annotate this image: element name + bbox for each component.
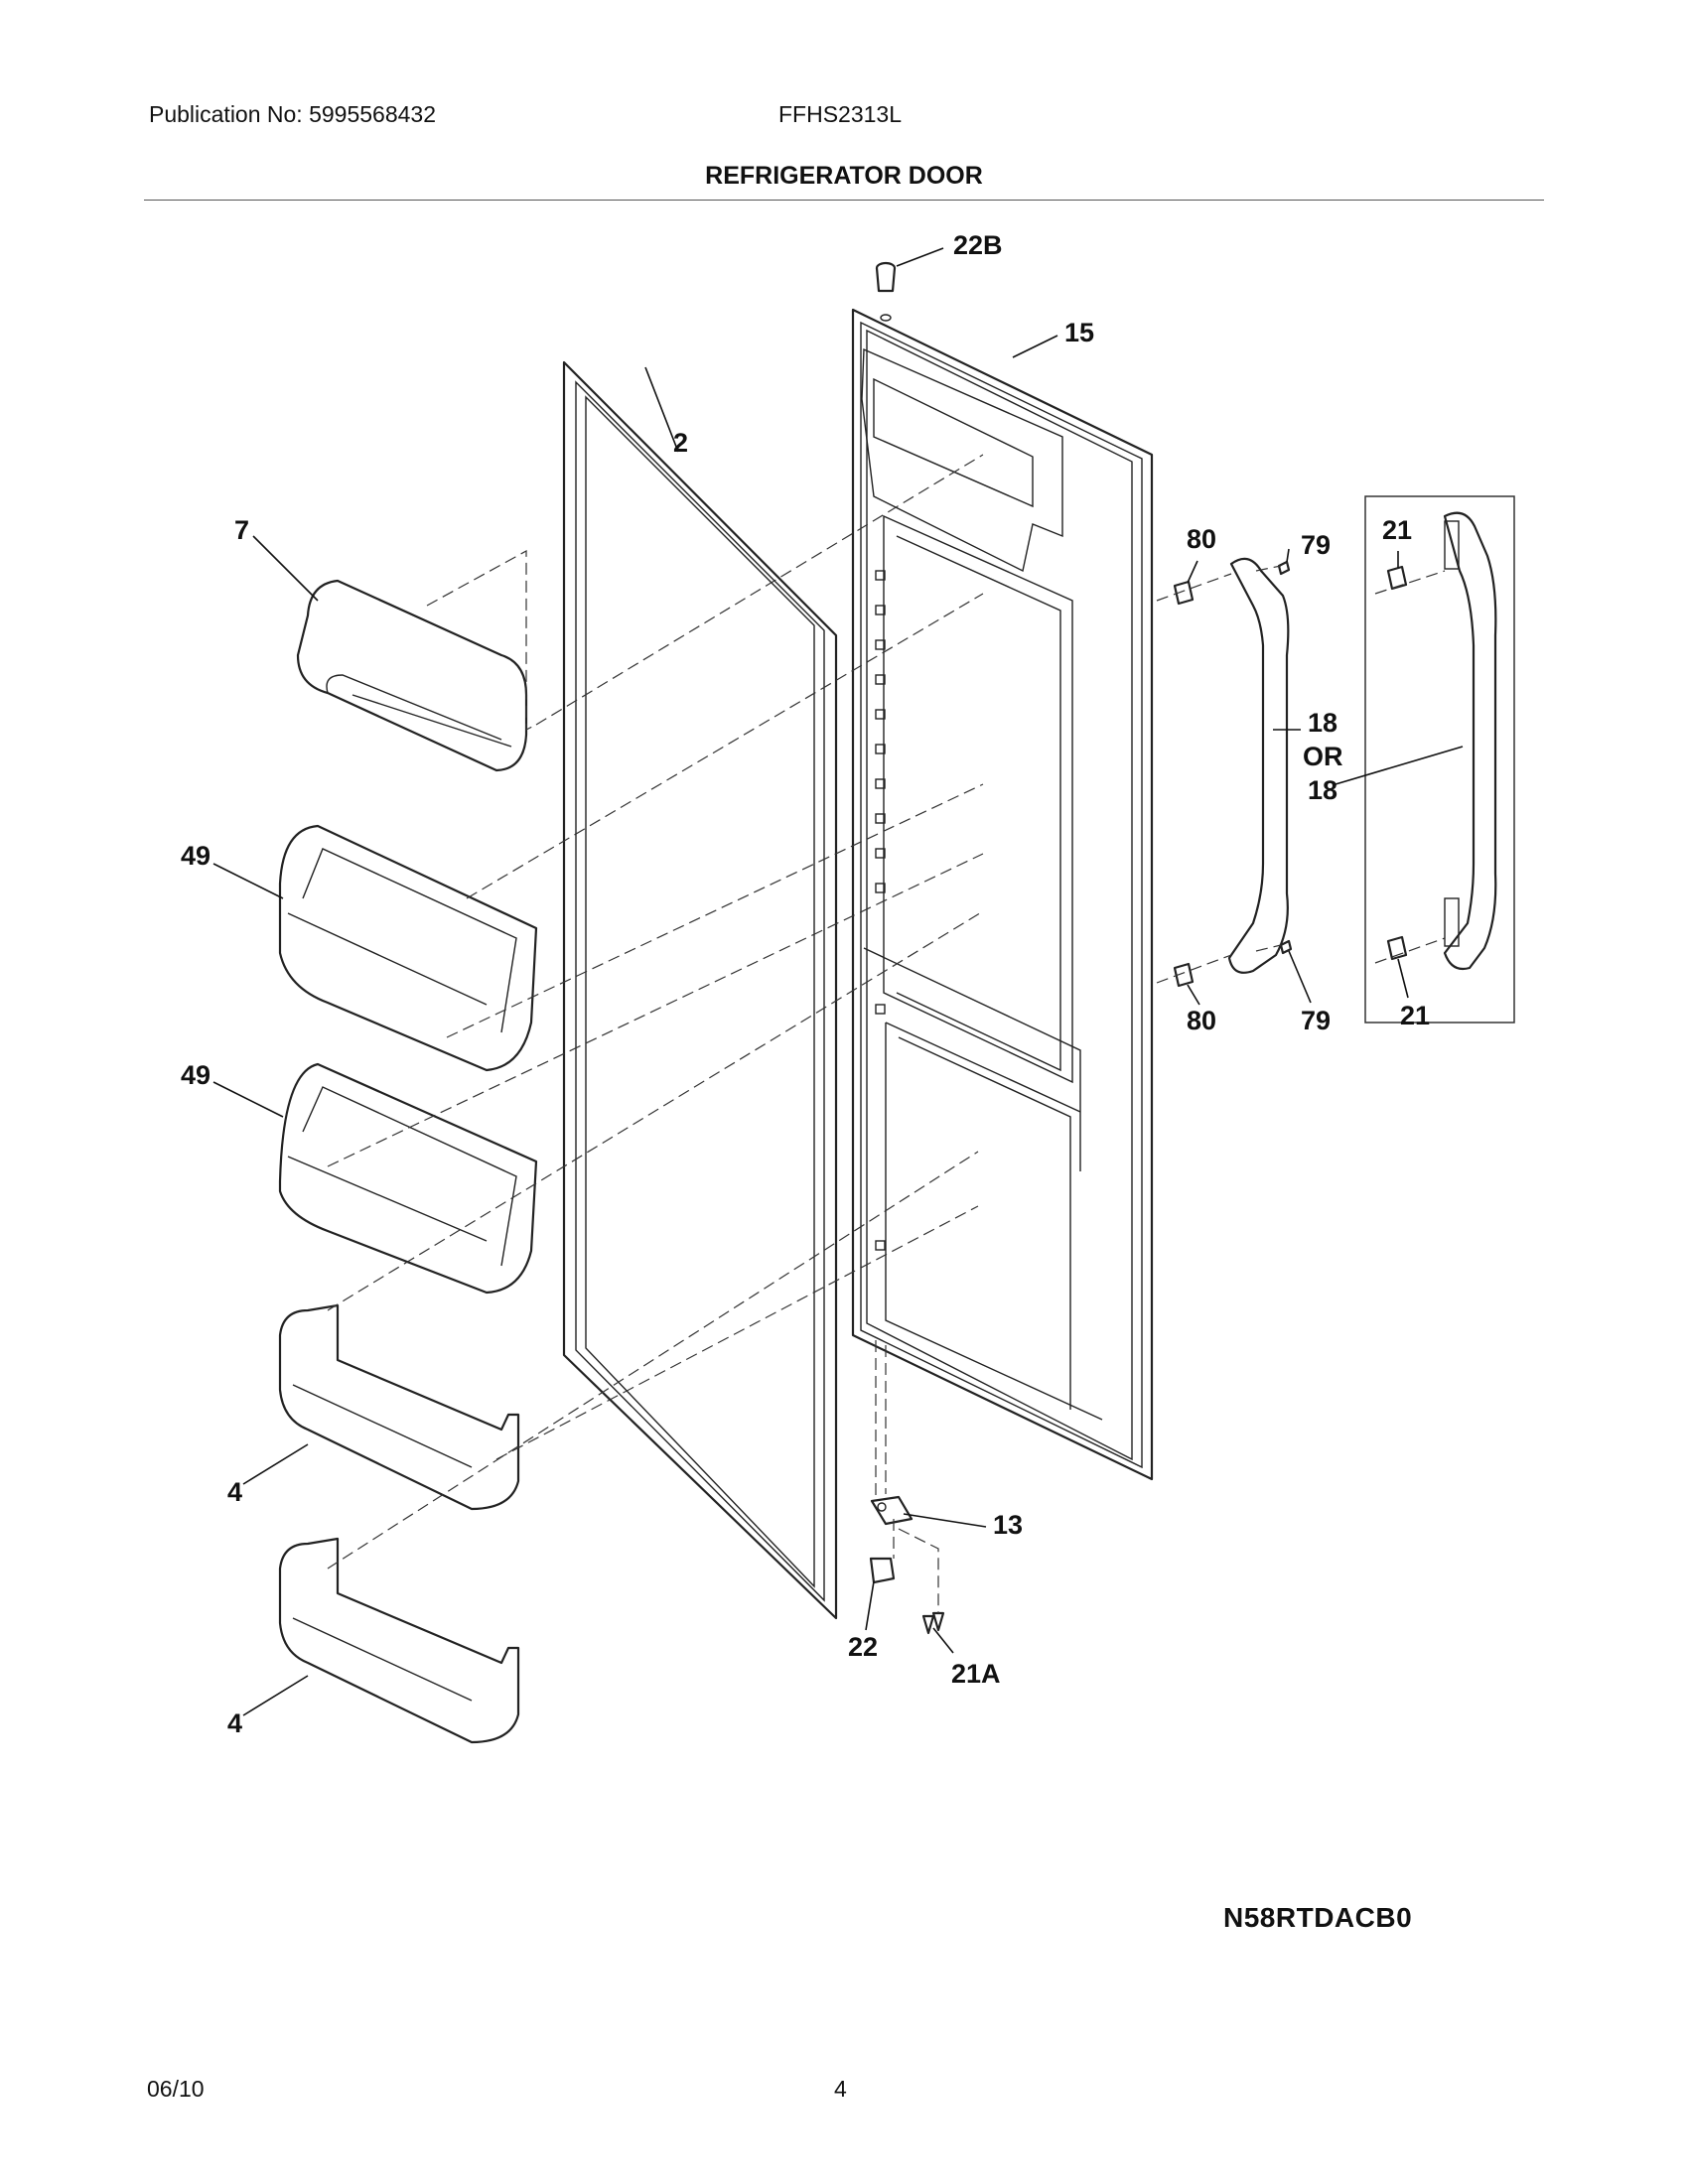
- callout-49-top: 49: [181, 841, 211, 871]
- door-handle-part-18: [1227, 557, 1290, 974]
- publication-number: Publication No: 5995568432: [149, 101, 437, 127]
- handle-stud-part-80-bottom: [1173, 962, 1195, 988]
- assembly-lines: [327, 454, 1446, 1613]
- callout-13: 13: [993, 1510, 1023, 1540]
- callout-21a: 21A: [951, 1659, 1001, 1689]
- door-handle-part-18-alternate: [1443, 511, 1497, 971]
- callout-4-top: 4: [227, 1477, 242, 1507]
- callout-21-top: 21: [1382, 515, 1412, 545]
- set-screw-part-79-bottom: [1279, 939, 1293, 955]
- publication-date: 06/10: [147, 2076, 205, 2102]
- door-panel-part-15: [851, 308, 1154, 1481]
- callout-4-bottom: 4: [227, 1708, 242, 1738]
- callout-18-b: 18: [1308, 775, 1337, 805]
- callout-49-bottom: 49: [181, 1060, 211, 1090]
- bottom-hinge-part-13: [870, 1495, 914, 1526]
- page-title: REFRIGERATOR DOOR: [705, 162, 983, 190]
- alternate-handle-box: [1364, 495, 1515, 1024]
- header-divider: [144, 200, 1544, 201]
- callout-80-top: 80: [1187, 524, 1216, 554]
- mounting-stud-part-21-top: [1386, 565, 1408, 591]
- hinge-pin-part-22b: [875, 261, 897, 322]
- door-bin-part-49-top: [278, 824, 538, 1072]
- hinge-bushing-part-22: [869, 1557, 896, 1584]
- callout-79-top: 79: [1301, 530, 1331, 560]
- shelf-studs: [875, 570, 886, 1251]
- screws-part-21a: [921, 1611, 945, 1635]
- door-gasket-part-2: [562, 360, 838, 1620]
- page-number: 4: [834, 2076, 847, 2102]
- door-bucket-part-4-bottom: [278, 1537, 520, 1744]
- callout-7: 7: [234, 515, 249, 545]
- callout-22: 22: [848, 1632, 878, 1662]
- callout-22b: 22B: [953, 230, 1003, 260]
- callout-18-a: 18: [1308, 708, 1337, 738]
- handle-stud-part-80-top: [1173, 580, 1195, 606]
- callout-21-bottom: 21: [1400, 1001, 1430, 1030]
- door-bucket-part-4-top: [278, 1303, 520, 1511]
- callout-80-bottom: 80: [1187, 1006, 1216, 1035]
- callout-or: OR: [1303, 742, 1343, 771]
- callout-2: 2: [673, 428, 688, 458]
- door-bin-part-49-bottom: [278, 1062, 538, 1295]
- dairy-cover-part-7: [296, 579, 528, 772]
- diagram-code: N58RTDACB0: [1223, 1902, 1413, 1933]
- set-screw-part-79-top: [1277, 560, 1291, 576]
- callout-79-bottom: 79: [1301, 1006, 1331, 1035]
- model-number: FFHS2313L: [778, 101, 903, 127]
- callout-15: 15: [1064, 318, 1094, 347]
- leader-lines: [212, 247, 1464, 1716]
